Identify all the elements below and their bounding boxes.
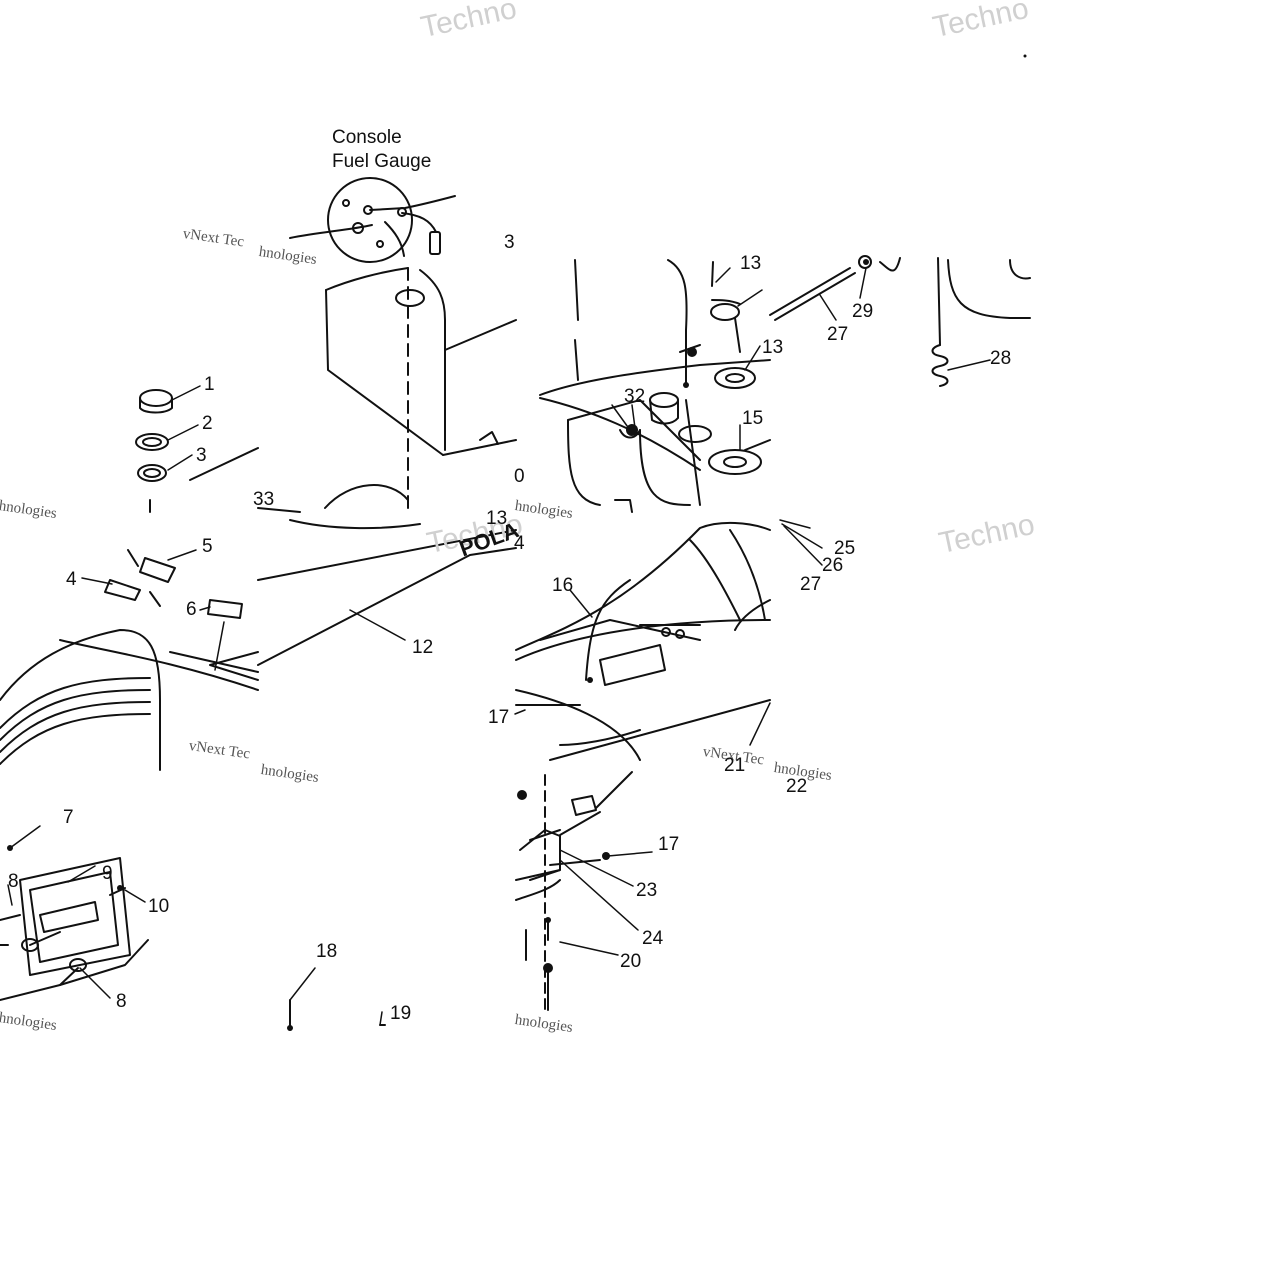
callout-27: 27 <box>800 574 822 595</box>
fuel-cap-drawing <box>135 389 259 513</box>
callout-4: 4 <box>66 569 77 590</box>
callout-3: 3 <box>504 232 515 253</box>
callout-2: 2 <box>202 413 213 434</box>
callout-17: 17 <box>488 707 510 728</box>
callout-33: 33 <box>253 489 275 510</box>
callout-6: 6 <box>186 599 197 620</box>
callout-18: 18 <box>316 941 338 962</box>
callout-27: 27 <box>827 324 849 345</box>
callout-16: 16 <box>552 575 574 596</box>
callout-13: 13 <box>740 253 762 274</box>
callout-20: 20 <box>620 951 642 972</box>
callout-0: 0 <box>514 466 525 487</box>
callout-1: 1 <box>204 374 215 395</box>
diagram-title-line: Fuel Gauge <box>332 151 432 172</box>
callout-13: 13 <box>762 337 784 358</box>
leader-lines <box>7 267 991 1026</box>
callout-17: 17 <box>658 834 680 855</box>
bracket-fasteners-drawing <box>289 771 633 1031</box>
callout-13: 13 <box>486 508 508 529</box>
callout-10: 10 <box>148 896 170 917</box>
callout-28: 28 <box>990 348 1012 369</box>
callout-19: 19 <box>390 1003 412 1024</box>
console-housing-drawing <box>324 267 517 511</box>
callout-3: 3 <box>196 445 207 466</box>
callout-15: 15 <box>742 408 764 429</box>
callout-8: 8 <box>8 871 19 892</box>
callout-26: 26 <box>822 555 844 576</box>
callout-23: 23 <box>636 880 658 901</box>
callout-9: 9 <box>102 863 113 884</box>
callout-12: 12 <box>412 637 434 658</box>
vent-hose-drawing <box>769 255 1031 387</box>
diagram-title-line: Console <box>332 127 402 148</box>
callout-25: 25 <box>834 538 856 559</box>
callout-7: 7 <box>63 807 74 828</box>
callout-5: 5 <box>202 536 213 557</box>
callout-24: 24 <box>642 928 664 949</box>
fuel-tank-drawing <box>539 259 771 513</box>
callout-8: 8 <box>116 991 127 1012</box>
callout-4: 4 <box>514 533 525 554</box>
center-cowl-drawing <box>257 507 517 666</box>
callout-21: 21 <box>724 755 746 776</box>
tail-light-drawing <box>0 857 149 1001</box>
seat-frame-drawing <box>515 521 771 761</box>
fuel-gauge-drawing <box>289 177 456 263</box>
callout-22: 22 <box>786 776 808 797</box>
callout-32: 32 <box>624 386 646 407</box>
callout-29: 29 <box>852 301 874 322</box>
hood-left-drawing <box>0 549 259 771</box>
